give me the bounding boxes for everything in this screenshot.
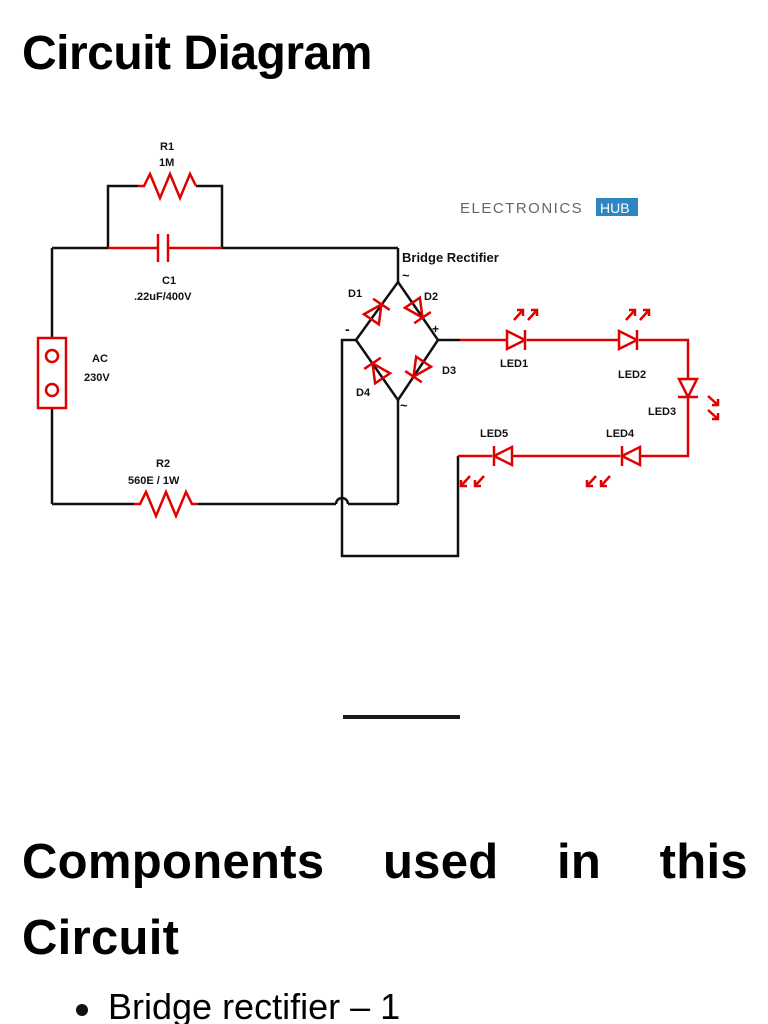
label-r2-name: R2 bbox=[156, 458, 170, 470]
label-d2: D2 bbox=[424, 291, 438, 303]
list-item-label: Bridge rectifier – 1 bbox=[108, 986, 401, 1024]
label-ac-in-bottom: ~ bbox=[400, 398, 408, 413]
section-heading-line-1: Components used in this bbox=[22, 824, 748, 900]
label-d4: D4 bbox=[356, 387, 371, 399]
label-led4: LED4 bbox=[606, 428, 635, 440]
label-led2: LED2 bbox=[618, 369, 646, 381]
label-minus: - bbox=[345, 321, 350, 337]
led-3 bbox=[676, 377, 720, 421]
logo-text: ELECTRONICS bbox=[460, 200, 583, 217]
label-ac-name: AC bbox=[92, 353, 108, 365]
resistor-r1 bbox=[138, 170, 198, 202]
section-heading-word: in bbox=[557, 835, 602, 889]
label-c1-name: C1 bbox=[162, 275, 176, 287]
capacitor-c1 bbox=[108, 234, 222, 262]
label-plus: + bbox=[432, 322, 439, 336]
label-d1: D1 bbox=[348, 288, 362, 300]
electronics-hub-logo: ELECTRONICS HUB bbox=[460, 198, 638, 217]
led-2 bbox=[617, 308, 651, 352]
components-list: Bridge rectifier – 1 bbox=[22, 982, 400, 1024]
label-bridge: Bridge Rectifier bbox=[402, 250, 499, 265]
logo-badge bbox=[596, 198, 638, 216]
label-ac-value: 230V bbox=[84, 372, 110, 384]
section-heading-line-2: Circuit bbox=[22, 911, 180, 965]
label-r1-value: 1M bbox=[159, 157, 174, 169]
led-4 bbox=[585, 444, 642, 488]
led-5 bbox=[459, 444, 514, 488]
label-c1-value: .22uF/400V bbox=[134, 291, 192, 303]
label-d3: D3 bbox=[442, 365, 456, 377]
label-r2-value: 560E / 1W bbox=[128, 475, 180, 487]
logo-badge-text: HUB bbox=[600, 200, 630, 216]
diagram-labels: R1 1M C1 .22uF/400V AC 230V R2 560E / 1W… bbox=[84, 141, 676, 487]
bullet-icon bbox=[76, 1004, 88, 1016]
led-1 bbox=[505, 308, 539, 352]
page-heading: Circuit Diagram bbox=[22, 27, 372, 80]
section-heading-word: this bbox=[659, 835, 748, 889]
label-led3: LED3 bbox=[648, 406, 676, 418]
section-separator bbox=[343, 715, 460, 719]
section-heading: Components used in this Circuit bbox=[22, 824, 748, 976]
circuit-diagram: ELECTRONICS HUB R1 1M C1 .22uF/400V AC 2… bbox=[36, 141, 720, 558]
label-ac-in-top: ~ bbox=[402, 268, 410, 283]
label-led5: LED5 bbox=[480, 428, 508, 440]
section-heading-word: used bbox=[382, 835, 499, 889]
label-r1-name: R1 bbox=[160, 141, 174, 153]
components bbox=[36, 170, 720, 520]
wiring bbox=[50, 184, 460, 558]
ac-source bbox=[36, 336, 68, 410]
label-led1: LED1 bbox=[500, 358, 528, 370]
resistor-r2 bbox=[134, 488, 198, 520]
section-heading-word: Components bbox=[22, 835, 325, 889]
list-item: Bridge rectifier – 1 bbox=[22, 982, 400, 1024]
